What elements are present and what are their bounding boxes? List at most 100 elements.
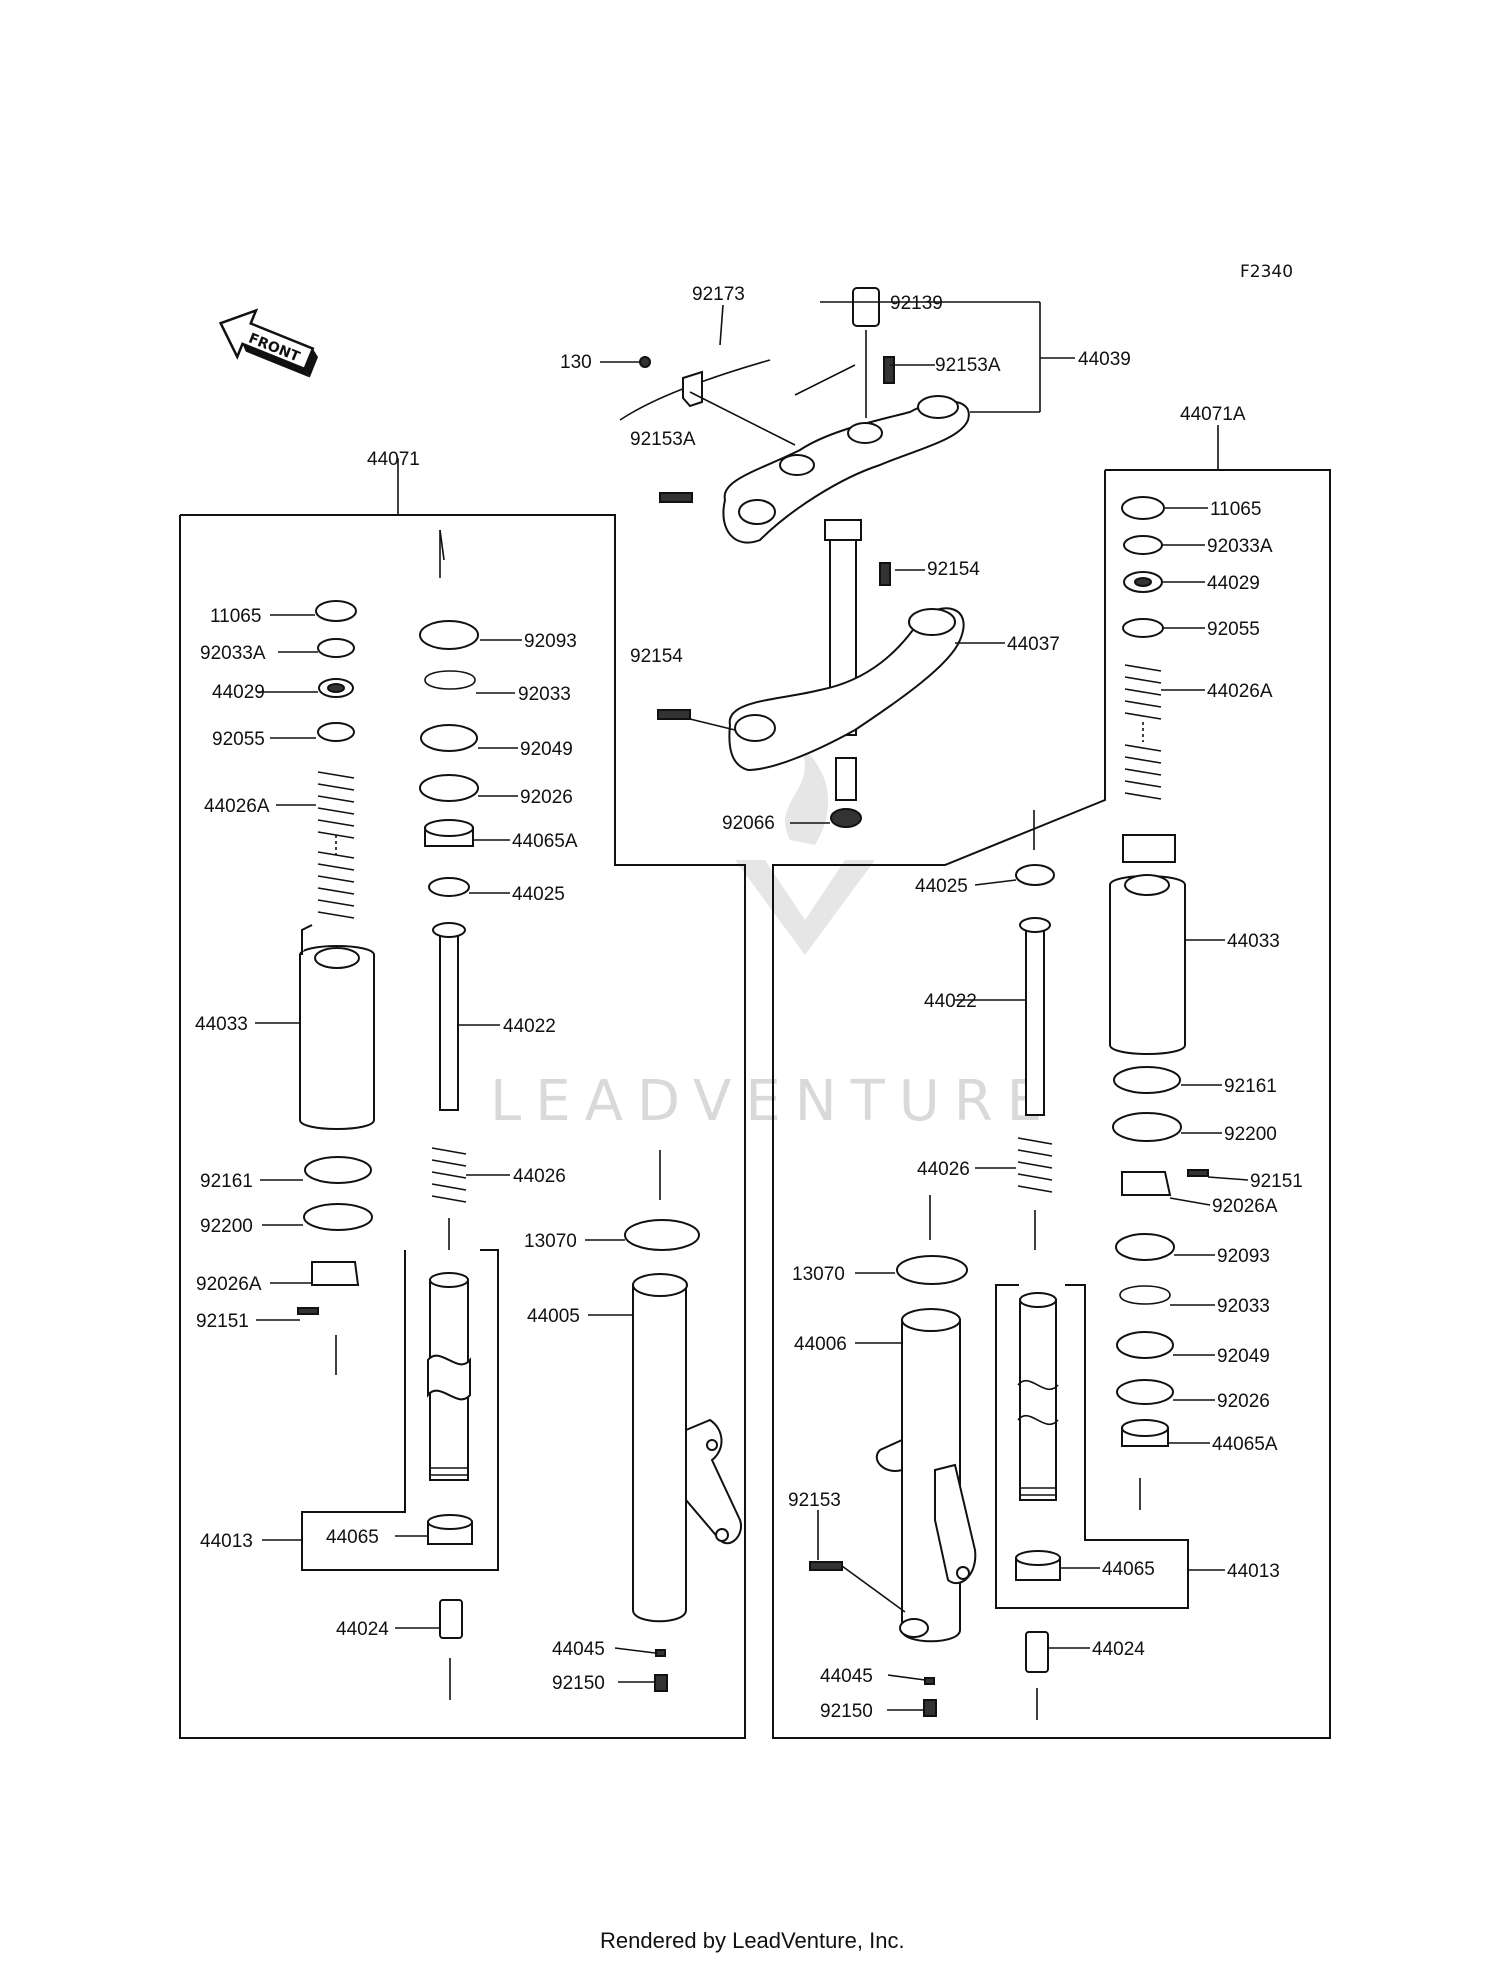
label-92055-left: 92055 [212,729,265,750]
label-44033-left: 44033 [195,1014,248,1035]
footer-credit: Rendered by LeadVenture, Inc. [600,1928,905,1953]
right-center-parts [1015,810,1061,1720]
left-column-parts [297,600,375,1375]
spring-44026-left [431,1147,467,1203]
spring-44026A-right [1124,664,1162,800]
label-92055-right: 92055 [1207,619,1260,640]
part-44033-left [299,945,375,1130]
bolt-92153A-a [883,356,895,384]
center-column-parts [419,529,479,1700]
label-44026-right: 44026 [917,1159,970,1180]
label-44022-left: 44022 [503,1016,556,1037]
part-44037-lower-bracket [728,607,965,772]
label-92026-left: 92026 [520,787,573,808]
part-44024-left [439,1599,463,1639]
label-44026-left: 44026 [513,1166,566,1187]
label-44065-right: 44065 [1102,1559,1155,1580]
label-92173: 92173 [692,284,745,305]
label-92151-right: 92151 [1250,1171,1303,1192]
label-92200-left: 92200 [200,1216,253,1237]
part-92139 [852,287,880,327]
label-44037: 44037 [1007,634,1060,655]
label-44005: 44005 [527,1306,580,1327]
group-label-left: 44071 [367,449,420,470]
label-92026A-left: 92026A [196,1274,262,1295]
part-44022-left [439,929,459,1111]
outer-tube-44005 [624,1150,742,1692]
label-92150-left: 92150 [552,1673,605,1694]
part-44024-right [1025,1631,1049,1673]
label-44026A-left: 44026A [204,796,270,817]
label-11065-left: 11065 [210,606,261,627]
label-92154-top: 92154 [927,559,980,580]
bolt-92154-a [879,562,891,586]
part-92026A-left [311,1261,360,1286]
label-44025-left: 44025 [512,884,565,905]
outer-tube-44006 [809,1195,977,1717]
part-92026A-right [1121,1171,1172,1196]
bolt-92153 [809,1561,843,1571]
label-44024-right: 44024 [1092,1639,1145,1660]
right-column-parts [1109,496,1209,1510]
label-44013-right: 44013 [1227,1561,1280,1582]
watermark-flame-icon [785,745,829,845]
label-92033A-right: 92033A [1207,536,1273,557]
label-92161-left: 92161 [200,1171,253,1192]
label-44045-left: 44045 [552,1639,605,1660]
label-92026A-right: 92026A [1212,1196,1278,1217]
spring-44026-right [1017,1137,1053,1193]
label-92066: 92066 [722,813,775,834]
label-44029-right: 44029 [1207,573,1260,594]
label-92139: 92139 [890,293,943,314]
bracket-44013-left [301,1249,499,1571]
label-92033-right: 92033 [1217,1296,1270,1317]
label-130: 130 [560,352,592,373]
label-44013-left: 44013 [200,1531,253,1552]
label-44026A-right: 44026A [1207,681,1273,702]
label-44025-right: 44025 [915,876,968,897]
group-label-right: 44071A [1180,404,1246,425]
label-92161-right: 92161 [1224,1076,1277,1097]
watermark-text: LEADVENTURE [490,1069,1056,1134]
watermark: LEADVENTURE [490,745,1056,1134]
label-44065-left: 44065 [326,1527,379,1548]
leader-lines [255,301,1249,1711]
label-44033-right: 44033 [1227,931,1280,952]
part-92066-nut [830,808,862,828]
top-assembly [619,287,970,828]
part-44013-right [1019,1299,1057,1501]
group-frame-left: 44071 [179,449,746,1739]
label-92049-left: 92049 [520,739,573,760]
label-92033A-left: 92033A [200,643,266,664]
part-44039-upper-bracket [722,400,970,544]
bolt-92153A-b [659,492,693,503]
label-13070-right: 13070 [792,1264,845,1285]
label-92153: 92153 [788,1490,841,1511]
part-44033-right [1109,875,1186,1055]
label-44039: 44039 [1078,349,1131,370]
diagram-code: F2340 [1240,262,1293,282]
label-92033-left: 92033 [518,684,571,705]
label-44022-right: 44022 [924,991,977,1012]
label-92049-right: 92049 [1217,1346,1270,1367]
label-92150-right: 92150 [820,1701,873,1722]
label-92093-right: 92093 [1217,1246,1270,1267]
bolt-92154-b [657,709,691,720]
wire-clip [682,370,703,408]
label-92153A-top: 92153A [935,355,1001,376]
front-arrow-icon: FRONT [218,308,319,378]
label-44029-left: 44029 [212,682,265,703]
label-44024-left: 44024 [336,1619,389,1640]
part-44022-right [1025,924,1045,1116]
label-11065-right: 11065 [1210,499,1261,520]
part-labels: 92173 92139 130 92153A 44039 92153A 9215… [195,284,1303,1722]
label-44065A-left: 44065A [512,831,578,852]
label-44065A-right: 44065A [1212,1434,1278,1455]
label-44006: 44006 [794,1334,847,1355]
watermark-logo-icon [735,860,875,955]
label-44045-right: 44045 [820,1666,873,1687]
spring-44026A-left [317,771,355,919]
label-92153A-left: 92153A [630,429,696,450]
